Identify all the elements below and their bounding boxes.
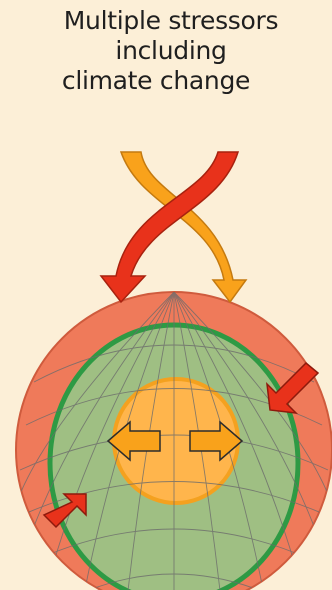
stressor-arrows	[101, 152, 246, 302]
